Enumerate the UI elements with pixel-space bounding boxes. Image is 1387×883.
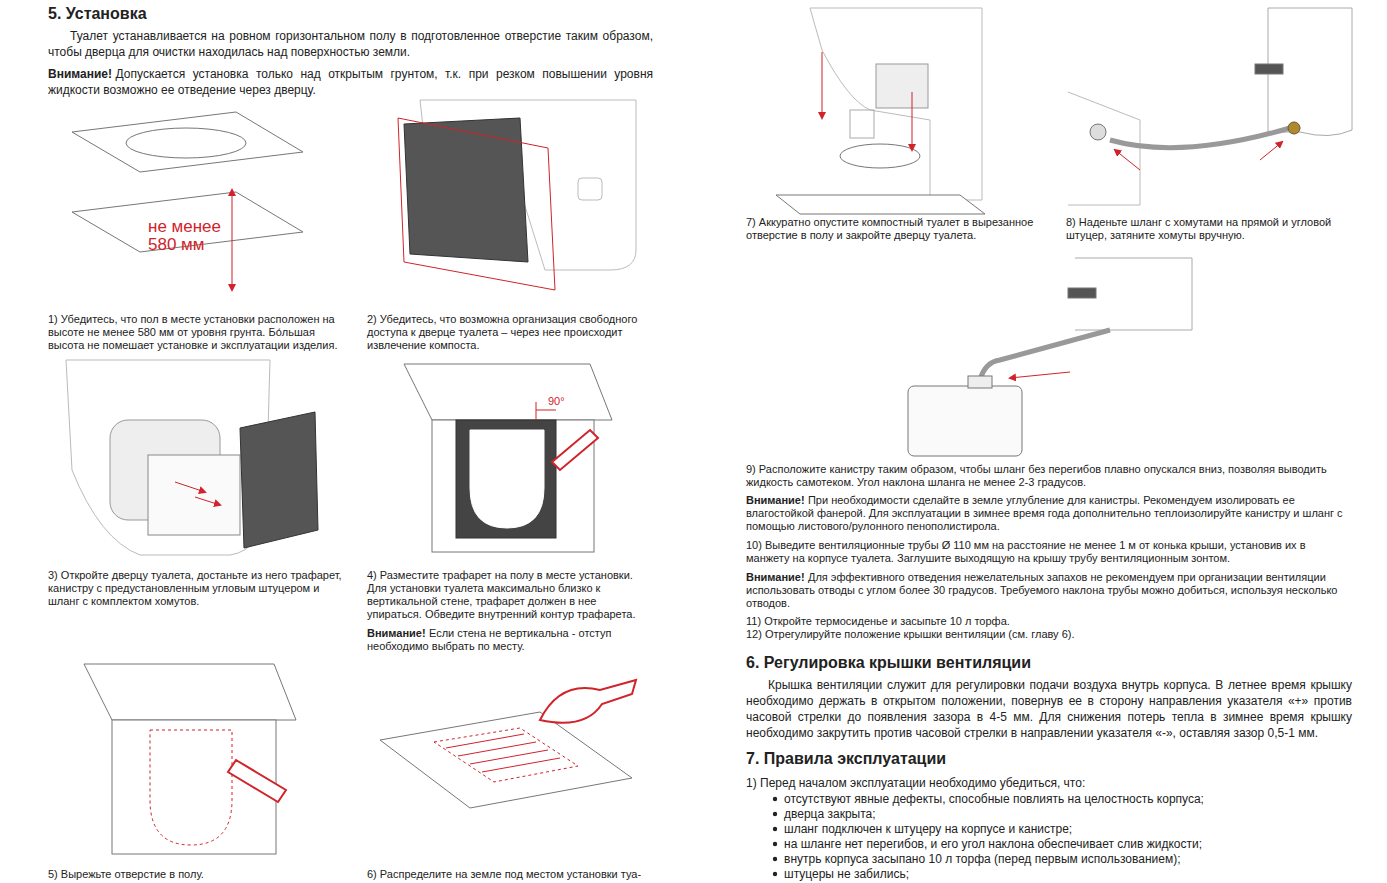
warning-label: Внимание! bbox=[367, 627, 426, 639]
text: 2) Убедитесь, что возможна организация с… bbox=[367, 313, 637, 351]
bullet bbox=[773, 797, 777, 801]
text: отсутствуют явные дефекты, способные пов… bbox=[784, 792, 1204, 806]
text: Туалет устанавливается на ровном горизон… bbox=[48, 29, 653, 59]
text: 10) Выведите вентиляционные трубы Ø 110 … bbox=[746, 539, 1305, 564]
section-title: 7. Правила эксплуатации bbox=[746, 750, 946, 767]
text-block: 7. Правила эксплуатации bbox=[746, 749, 1352, 769]
text: 8) Наденьте шланг с хомутами на прямой и… bbox=[1066, 216, 1331, 241]
bullet bbox=[773, 872, 777, 876]
text: 11) Откройте термосиденье и засыпьте 10 … bbox=[746, 615, 1010, 627]
text-block: 2) Убедитесь, что возможна организация с… bbox=[367, 313, 652, 352]
text-block: 7) Аккуратно опустите компостный туалет … bbox=[746, 216, 1036, 242]
bullet bbox=[773, 812, 777, 816]
text-block: не менее 580 мм bbox=[148, 218, 238, 254]
section-title: 5. Установка bbox=[48, 4, 147, 24]
text: штуцеры не забились; bbox=[784, 867, 909, 881]
text: 4) Разместите трафарет на полу в месте у… bbox=[367, 569, 635, 620]
warning-label: Внимание! bbox=[746, 571, 805, 583]
text-block: 9) Расположите канистру таким образом, ч… bbox=[746, 463, 1352, 489]
text-block: Внимание!Если стена не вертикальна - отс… bbox=[367, 627, 652, 653]
text-block: 1) Перед началом эксплуатации необходимо… bbox=[746, 775, 1352, 791]
text-block: 6. Регулировка крышки вентиляции bbox=[746, 653, 1352, 673]
text-block: 6) Распределите на земле под местом уста… bbox=[367, 868, 652, 881]
text-block: отсутствуют явные дефекты, способные пов… bbox=[784, 791, 1354, 807]
text: 90° bbox=[548, 395, 565, 407]
text: 3) Откройте дверцу туалета, достаньте из… bbox=[48, 569, 342, 607]
text: шланг подключен к штуцеру на корпусе и к… bbox=[784, 822, 1072, 836]
text: 1) Убедитесь, что пол в месте установки … bbox=[48, 313, 337, 351]
text-block: 5) Вырежьте отверстие в полу. bbox=[48, 868, 348, 881]
text-block: Внимание!Для эффективного отведения неже… bbox=[746, 571, 1352, 610]
text: не менее 580 мм bbox=[148, 217, 221, 254]
text: 6) Распределите на земле под местом уста… bbox=[367, 868, 641, 880]
warning-label: Внимание! bbox=[746, 494, 805, 506]
text: на шланге нет перегибов, и его угол накл… bbox=[784, 837, 1202, 851]
text: Крышка вентиляции служит для регулировки… bbox=[746, 678, 1352, 740]
bullet bbox=[773, 827, 777, 831]
text: 12) Отрегулируйте положение крышки венти… bbox=[746, 628, 1075, 640]
text: При необходимости сделайте в земле углуб… bbox=[746, 494, 1343, 532]
text-block: внутрь корпуса засыпано 10 л торфа (пере… bbox=[784, 851, 1354, 867]
text: Допускается установка только над открыты… bbox=[48, 67, 653, 97]
bullet bbox=[773, 842, 777, 846]
text-block: Внимание!Допускается установка только на… bbox=[48, 66, 653, 98]
text-block: 4) Разместите трафарет на полу в месте у… bbox=[367, 569, 652, 621]
text-block: 3) Откройте дверцу туалета, достаньте из… bbox=[48, 569, 348, 608]
text-block: штуцеры не забились; bbox=[784, 866, 1354, 882]
text-block: шланг подключен к штуцеру на корпусе и к… bbox=[784, 821, 1354, 837]
text: 5) Вырежьте отверстие в полу. bbox=[48, 868, 204, 880]
text: 7) Аккуратно опустите компостный туалет … bbox=[746, 216, 1033, 241]
text-block: 1) Убедитесь, что пол в месте установки … bbox=[48, 313, 348, 352]
text: 9) Расположите канистру таким образом, ч… bbox=[746, 463, 1327, 488]
text-block: Туалет устанавливается на ровном горизон… bbox=[48, 28, 653, 60]
text: 1) Перед началом эксплуатации необходимо… bbox=[746, 776, 1085, 790]
text: дверца закрыта; bbox=[784, 807, 876, 821]
text: Для эффективного отведения нежелательных… bbox=[746, 571, 1337, 609]
text-block: 10) Выведите вентиляционные трубы Ø 110 … bbox=[746, 539, 1352, 565]
text-block: дверца закрыта; bbox=[784, 806, 1354, 822]
warning-label: Внимание! bbox=[48, 67, 112, 81]
text-block: 90° bbox=[548, 395, 588, 408]
text: внутрь корпуса засыпано 10 л торфа (пере… bbox=[784, 852, 1181, 866]
text-block: Внимание!При необходимости сделайте в зе… bbox=[746, 494, 1352, 533]
text-block: 8) Наденьте шланг с хомутами на прямой и… bbox=[1066, 216, 1352, 242]
text-block: 11) Откройте термосиденье и засыпьте 10 … bbox=[746, 615, 1352, 628]
bullet bbox=[773, 857, 777, 861]
text-block: 12) Отрегулируйте положение крышки венти… bbox=[746, 628, 1352, 641]
text-block: на шланге нет перегибов, и его угол накл… bbox=[784, 836, 1354, 852]
text-block: Крышка вентиляции служит для регулировки… bbox=[746, 677, 1352, 741]
section-title: 6. Регулировка крышки вентиляции bbox=[746, 654, 1031, 671]
